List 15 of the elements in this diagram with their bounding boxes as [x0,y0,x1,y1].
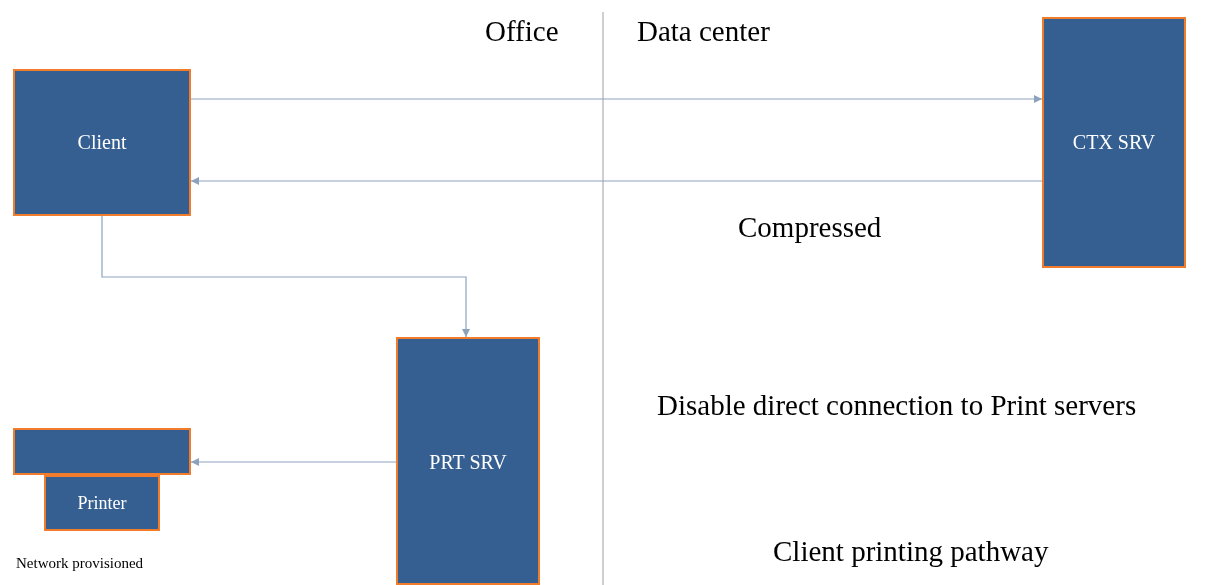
arrow [190,95,1043,103]
arrow [101,215,470,338]
zone-label: Data center [637,15,770,48]
note-text: Compressed [738,211,882,244]
process-box: PRT SRV [396,337,540,585]
zone-label: Office [485,15,559,48]
box-shape [13,428,191,475]
arrow [190,177,1043,185]
process-box: CTX SRV [1042,17,1186,268]
note-text: Disable direct connection to Print servers [657,389,1137,422]
process-box: Printer [44,475,160,531]
arrow [190,458,397,466]
note-text: Client printing pathway [773,535,1049,568]
node-caption: Network provisioned [16,555,144,572]
process-box: Client [13,69,191,216]
